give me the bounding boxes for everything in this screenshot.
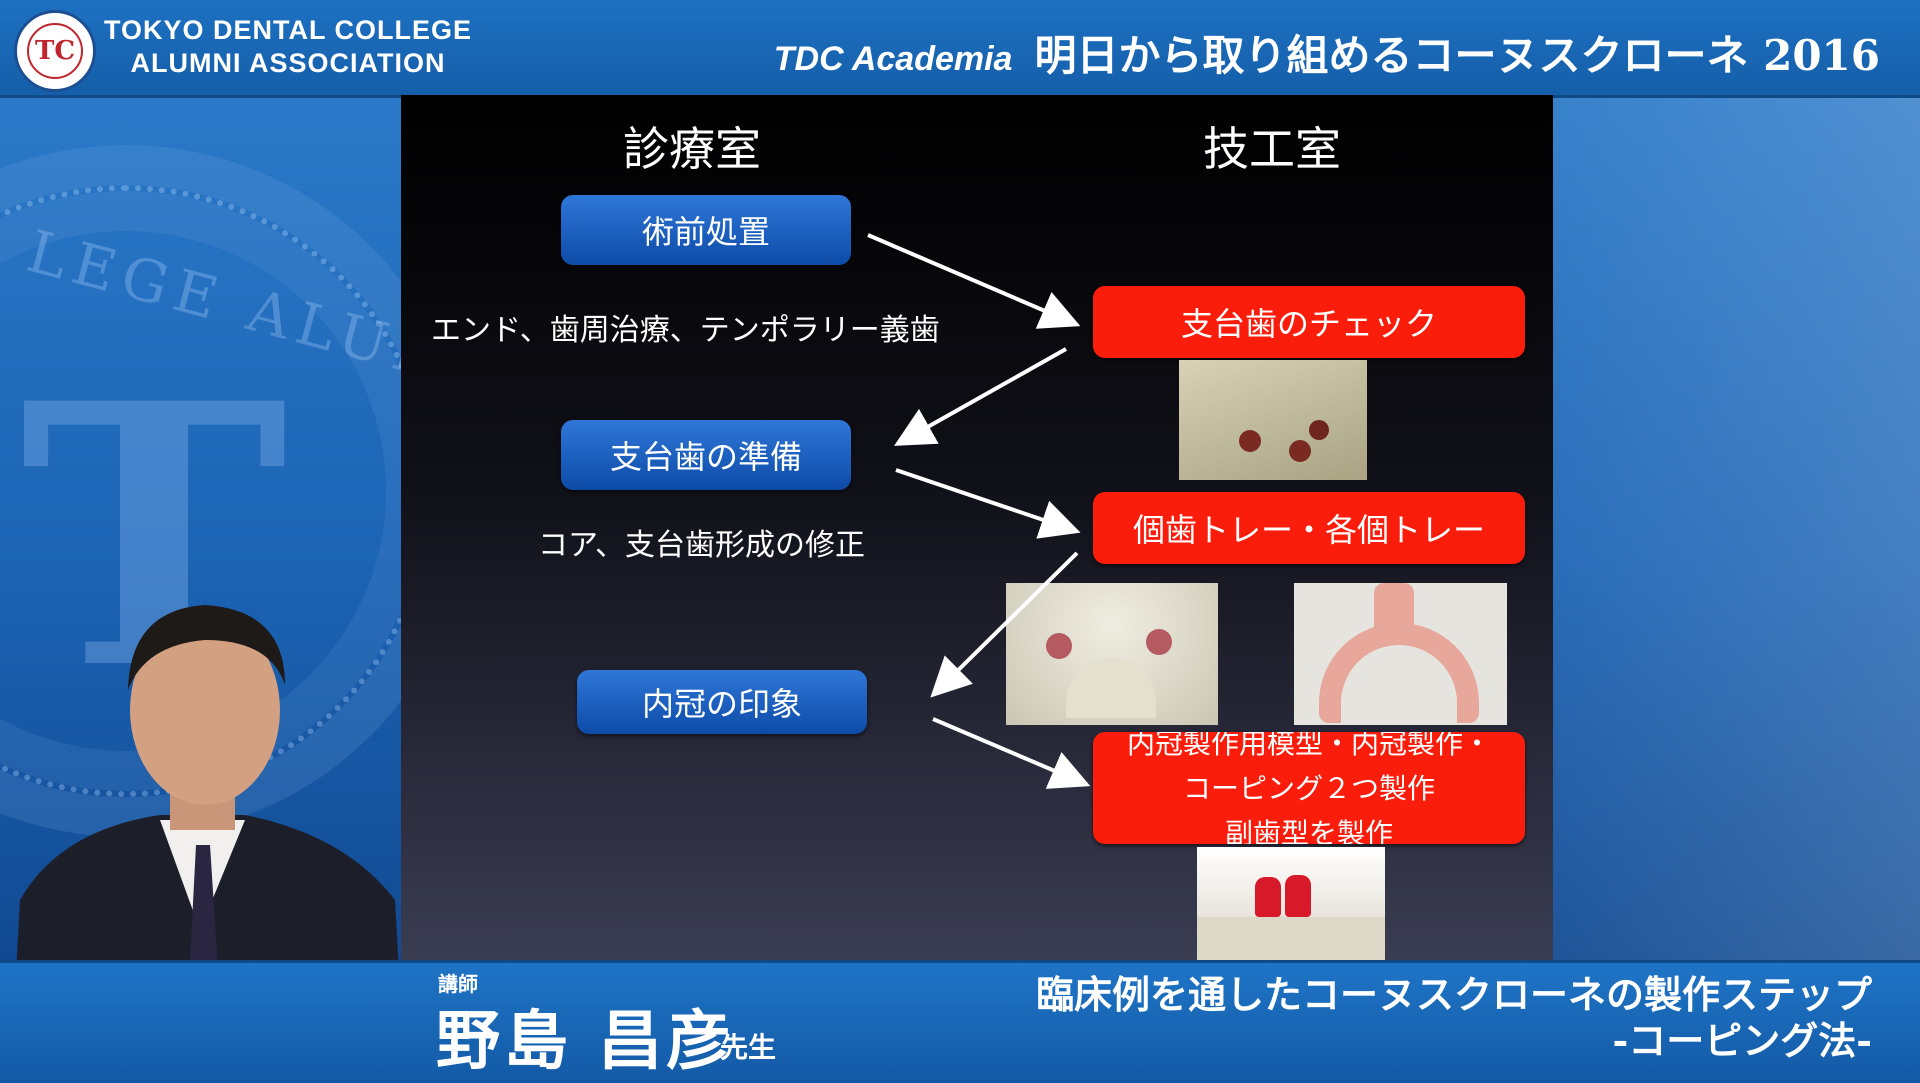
organization-name: TOKYO DENTAL COLLEGE ALUMNI ASSOCIATION (104, 14, 472, 80)
logo-emblem: TC (27, 23, 83, 79)
lecture-title-line-1: 臨床例を通したコーヌスクローネの製作ステップ (1036, 972, 1872, 1018)
background-light (1540, 95, 1920, 960)
arrow-trays-to-impression (936, 553, 1077, 692)
college-logo-icon: TC (14, 10, 96, 92)
series-title-en: TDC Academia (774, 40, 1013, 78)
speaker-name: 野島 昌彦 (436, 990, 734, 1082)
flow-arrows (401, 95, 1553, 960)
series-title: TDC Academia 明日から取り組めるコーヌスクローネ 2016 (774, 22, 1880, 83)
lecture-title: 臨床例を通したコーヌスクローネの製作ステップ -コーピング法- (1036, 972, 1872, 1064)
arrow-impression-to-fabrication (933, 719, 1083, 783)
org-line-1: TOKYO DENTAL COLLEGE (104, 14, 472, 47)
arrow-preop-to-check (868, 235, 1073, 323)
series-title-jp: 明日から取り組めるコーヌスクローネ 2016 (1034, 31, 1880, 80)
lecture-title-line-2: -コーピング法- (1036, 1018, 1872, 1064)
org-line-2: ALUMNI ASSOCIATION (104, 47, 472, 80)
arrow-prep-to-trays (896, 470, 1073, 530)
arrow-check-to-prep (901, 349, 1066, 442)
lecture-slide: 診療室 技工室 術前処置 エンド、歯周治療、テンポラリー義歯 支台歯の準備 コア… (401, 95, 1553, 960)
top-header: TC TOKYO DENTAL COLLEGE ALUMNI ASSOCIATI… (0, 0, 1920, 98)
speaker-honorific: 先生 (720, 1026, 776, 1066)
